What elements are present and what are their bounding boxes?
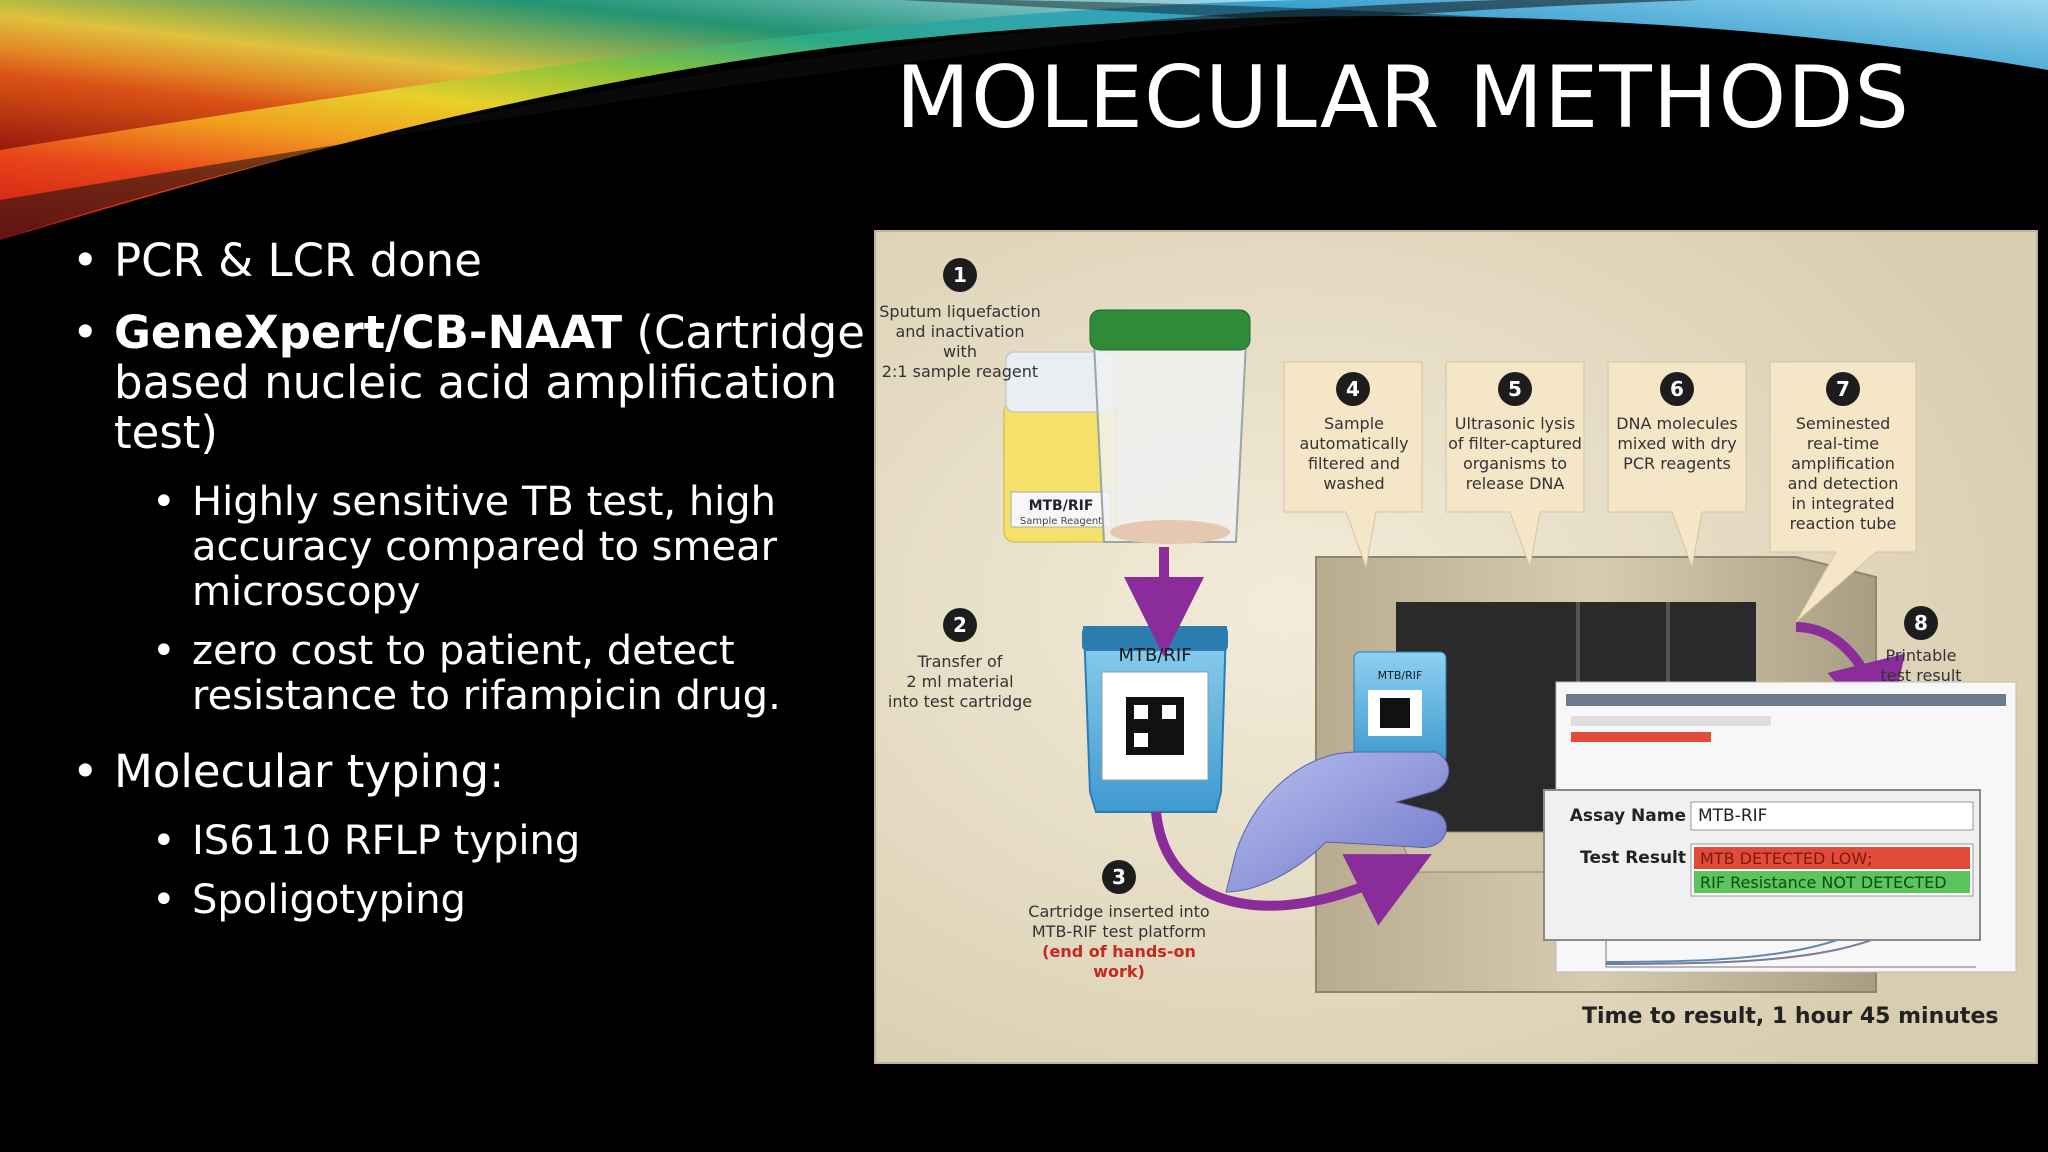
step-line: Sample [1324,414,1384,433]
step-line: Transfer of [917,652,1003,671]
bullet-text: Molecular typing: [114,745,505,798]
bullet-text: (Cartridge based nucleic acid amplificat… [114,306,865,459]
step-line: Cartridge inserted into [1028,902,1210,921]
sub-bullet-dot: • [152,818,176,864]
cup-cap [1089,309,1251,351]
step-note: (end of hands-on work) [1042,942,1196,981]
step-line: into test cartridge [887,692,1033,711]
time-to-result: Time to result, 1 hour 45 minutes [1582,1004,1999,1029]
step-line: 2:1 sample reagent [881,362,1039,381]
step-8-label: Printable test result [1856,646,1986,686]
step-line: DNA molecules [1616,414,1738,433]
sub-bullet-dot: • [152,628,176,674]
step-line: reaction tube [1789,514,1897,533]
test-result-line-1: MTB DETECTED LOW; [1700,849,1873,868]
bullet-item: • Molecular typing: [72,747,872,797]
sub-bullet-item: • Highly sensitive TB test, high accurac… [152,480,872,615]
callout-box [1283,361,1423,569]
step-line: Sputum liquefaction [879,302,1041,321]
step-number-badge: 4 [1336,372,1370,406]
callout-box [1607,361,1747,569]
bullet-text: PCR & LCR done [114,234,482,287]
step-line: in integrated [1791,494,1895,513]
step-line: filtered and [1307,454,1401,473]
sub-bullet-text: Spoligotyping [192,877,466,923]
step-4-label: Sample automatically filtered and washed [1286,414,1422,494]
assay-name-value: MTB-RIF [1698,806,1768,826]
assay-name-label: Assay Name [1569,806,1686,826]
gloved-hand [1225,751,1450,893]
step-line: amplification [1791,454,1895,473]
bullet-item: • PCR & LCR done [72,236,872,286]
step-line: mixed with dry [1617,434,1737,453]
step-line: and inactivation with [895,322,1025,361]
callout-box [1445,361,1585,569]
bullet-strong-text: GeneXpert/CB-NAAT [114,306,623,359]
step-line: real-time [1806,434,1880,453]
step-number-badge: 8 [1904,606,1938,640]
step-line: Seminested [1795,414,1891,433]
step-number-badge: 5 [1498,372,1532,406]
step-5-label: Ultrasonic lysis of filter-captured orga… [1446,414,1584,494]
sub-bullet-text: zero cost to patient, detect resistance … [192,628,781,719]
arrow-icon [1151,811,1432,926]
step-number-badge: 2 [943,608,977,642]
test-result-label: Test Result [1580,848,1686,868]
step-line: release DNA [1465,474,1565,493]
sub-bullet-item: • IS6110 RFLP typing [152,819,872,864]
step-3-label: Cartridge inserted into MTB-RIF test pla… [1014,902,1224,982]
small-cartridge-label: MTB/RIF [1377,669,1423,682]
genexpert-workflow-figure: MTB/RIF Sample Reagent MTB/RIF MTB/RIF 1… [874,230,2038,1064]
bullet-dot: • [72,234,99,287]
figure-illustration [876,232,2036,1062]
bullet-item: • GeneXpert/CB-NAAT (Cartridge based nuc… [72,308,872,458]
step-line: 2 ml material [906,672,1014,691]
bullet-dot: • [72,745,99,798]
sputum-cup [1092,341,1248,543]
callout-box [1769,361,1917,623]
rainbow-swoosh-decoration [0,0,2048,240]
step-line: Ultrasonic lysis [1454,414,1576,433]
sub-bullet-item: • Spoligotyping [152,878,872,923]
sub-bullet-text: IS6110 RFLP typing [192,818,581,864]
sub-bullet-text: Highly sensitive TB test, high accuracy … [192,479,778,615]
step-2-label: Transfer of 2 ml material into test cart… [876,652,1044,712]
bullet-dot: • [72,306,99,359]
sub-bullet-item: • zero cost to patient, detect resistanc… [152,629,872,719]
step-line: PCR reagents [1623,454,1731,473]
step-number-badge: 6 [1660,372,1694,406]
step-line: MTB-RIF test platform [1031,922,1207,941]
step-number-badge: 3 [1102,860,1136,894]
step-number-badge: 1 [943,258,977,292]
step-number-badge: 7 [1826,372,1860,406]
step-6-label: DNA molecules mixed with dry PCR reagent… [1608,414,1746,474]
step-7-label: Seminested real-time amplification and d… [1770,414,1916,534]
step-line: test result [1880,666,1962,685]
step-line: washed [1323,474,1385,493]
vial-sublabel: Sample Reagent [1019,516,1103,527]
sub-bullet-dot: • [152,877,176,923]
test-result-line-2: RIF Resistance NOT DETECTED [1700,873,1947,892]
step-1-label: Sputum liquefaction and inactivation wit… [876,302,1044,382]
bullet-list: • PCR & LCR done • GeneXpert/CB-NAAT (Ca… [72,236,872,937]
step-line: automatically [1299,434,1409,453]
sub-bullet-dot: • [152,479,176,525]
vial-label: MTB/RIF [1028,498,1094,514]
step-line: Printable [1885,646,1957,665]
step-line: and detection [1787,474,1899,493]
step-line: of filter-captured [1448,434,1582,453]
step-line: organisms to [1462,454,1568,473]
slide-title: MOLECULAR METHODS [895,48,1910,148]
cartridge-label: MTB/RIF [1118,645,1192,666]
